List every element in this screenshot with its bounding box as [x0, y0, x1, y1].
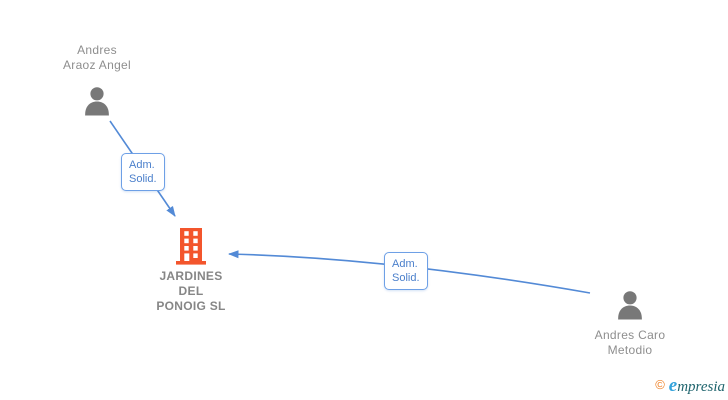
- node-company-jardines-del-ponoig-sl[interactable]: JARDINES DEL PONOIG SL: [121, 228, 261, 314]
- person-icon: [618, 291, 642, 320]
- person-name-line: Metodio: [607, 343, 653, 357]
- company-name-line: PONOIG SL: [156, 299, 226, 313]
- brand-name: mpresia: [677, 379, 725, 395]
- company-name-line: JARDINES: [159, 269, 223, 283]
- person-name: Andres Araoz Angel: [27, 43, 167, 73]
- edge-label-line: Solid.: [129, 173, 157, 185]
- brand-initial: e: [668, 375, 678, 396]
- copyright-icon: ©: [655, 377, 665, 392]
- company-name-line: DEL: [178, 284, 204, 298]
- edge-label-adm-solid-1[interactable]: Adm. Solid.: [121, 153, 165, 191]
- edge-label-adm-solid-2[interactable]: Adm. Solid.: [384, 252, 428, 290]
- edge-label-line: Adm.: [129, 159, 155, 171]
- empresia-watermark-link[interactable]: ©empresia: [655, 375, 725, 397]
- node-person-andres-araoz-angel[interactable]: Andres Araoz Angel: [27, 43, 167, 118]
- edge-label-line: Solid.: [392, 272, 420, 284]
- node-person-andres-caro-metodio[interactable]: Andres Caro Metodio: [560, 290, 700, 358]
- edge-label-line: Adm.: [392, 258, 418, 270]
- building-icon: [176, 228, 206, 265]
- person-name-line: Andres: [77, 43, 117, 57]
- person-name-line: Araoz Angel: [62, 58, 131, 72]
- person-icon: [85, 87, 109, 116]
- company-name: JARDINES DEL PONOIG SL: [121, 269, 261, 314]
- person-name: Andres Caro Metodio: [560, 328, 700, 358]
- person-name-line: Andres Caro: [594, 328, 666, 342]
